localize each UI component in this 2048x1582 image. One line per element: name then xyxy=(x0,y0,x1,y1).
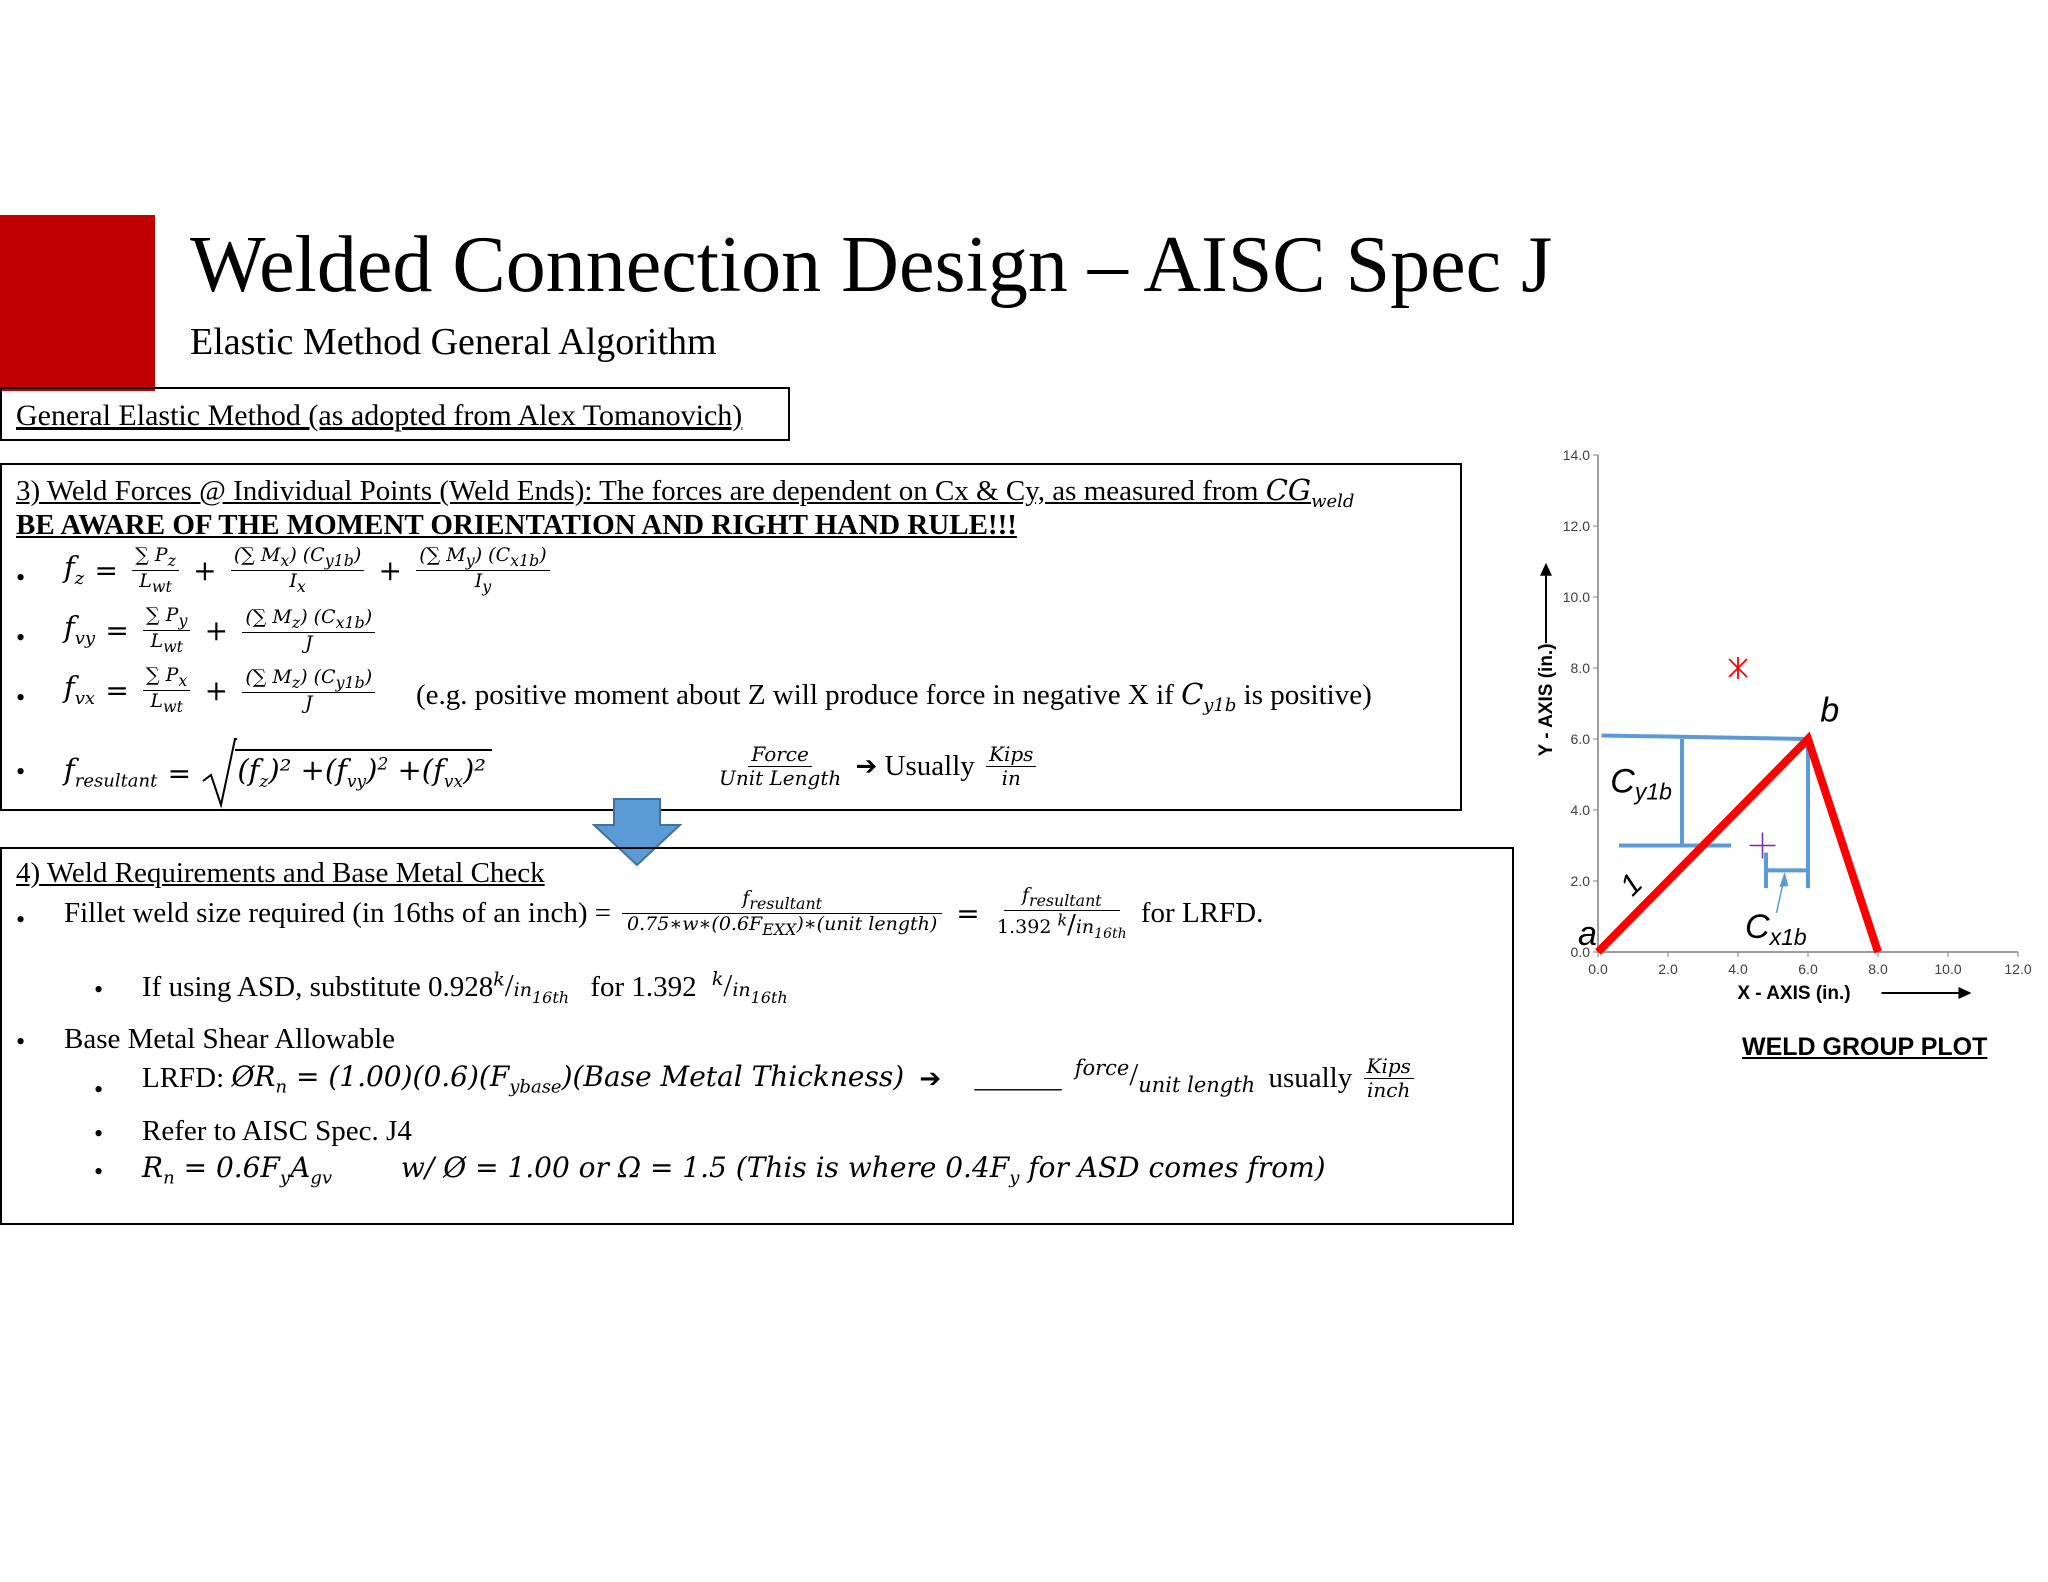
arrow-right-icon: ➔ xyxy=(919,1063,942,1094)
section-3-box: 3) Weld Forces @ Individual Points (Weld… xyxy=(0,463,1462,811)
x-tick-label: 10.0 xyxy=(1934,961,1961,977)
page-title: Welded Connection Design – AISC Spec J xyxy=(190,221,1553,309)
rn-equation: Rn = 0.6FyAgv w/ Ø = 1.00 or Ω = 1.5 (Th… xyxy=(142,1151,1326,1189)
segment-1-label: 1 xyxy=(1614,867,1649,902)
x-tick-label: 0.0 xyxy=(1588,961,1608,977)
arrow-down-icon xyxy=(592,798,682,867)
cy1b-label: Cy1b xyxy=(1610,762,1672,804)
fz-term-2: (∑ Mx) (Cy1b)Ix xyxy=(230,544,365,596)
sqrt-contents: (fz)² +(fvy)2 +(fvx)² xyxy=(235,748,492,791)
section-4-box: 4) Weld Requirements and Base Metal Chec… xyxy=(0,847,1514,1225)
plot-canvas: 0.0 2.0 4.0 6.0 8.0 10.0 12.0 14.0 0.0 2.0 4.0 6.0 8… xyxy=(1536,447,2032,1004)
weld-group-plot: 0.0 2.0 4.0 6.0 8.0 10.0 12.0 14.0 0.0 2.0 4.0 6.0 8… xyxy=(1520,435,2040,1075)
x-axis-label: X - AXIS (in.) xyxy=(1737,983,1850,1004)
fvx-note: (e.g. positive moment about Z will produ… xyxy=(416,677,1372,716)
bullet: • xyxy=(16,757,26,786)
accent-block xyxy=(0,215,155,391)
section-3-heading: 3) Weld Forces @ Individual Points (Weld… xyxy=(16,473,1355,512)
y-axis-label: Y - AXIS (in.) xyxy=(1536,643,1557,756)
asd-substitute: If using ASD, substitute 0.928k/in16th f… xyxy=(142,967,788,1007)
bullet: • xyxy=(16,1027,26,1056)
cx1b-label: Cx1b xyxy=(1745,908,1807,950)
section-4-heading: 4) Weld Requirements and Base Metal Chec… xyxy=(16,857,545,889)
y-tick-label: 2.0 xyxy=(1571,873,1591,889)
x-tick-label: 2.0 xyxy=(1658,961,1678,977)
star-marker xyxy=(1728,657,1748,679)
y-tick-label: 6.0 xyxy=(1571,731,1591,747)
method-label: General Elastic Method (as adopted from … xyxy=(16,399,743,432)
fz-term-3: (∑ My) (Cx1b)Iy xyxy=(416,544,550,596)
y-tick-label: 8.0 xyxy=(1571,660,1591,676)
bullet: • xyxy=(16,563,26,592)
fvy-term-2: (∑ Mz) (Cx1b)J xyxy=(242,606,376,655)
page-subtitle: Elastic Method General Algorithm xyxy=(190,321,717,363)
bullet: • xyxy=(94,975,104,1004)
arrow-right-icon: ➔ xyxy=(855,751,878,782)
bullet: • xyxy=(16,683,26,712)
x-tick-label: 4.0 xyxy=(1728,961,1748,977)
slide: Welded Connection Design – AISC Spec J E… xyxy=(0,215,2048,1225)
cx-pointer-head xyxy=(1779,872,1789,887)
y-tick-label: 14.0 xyxy=(1563,447,1590,463)
refer-text: Refer to AISC Spec. J4 xyxy=(142,1115,412,1147)
x-tick-label: 12.0 xyxy=(2004,961,2031,977)
y-tick-label: 0.0 xyxy=(1571,944,1591,960)
x-tick-label: 8.0 xyxy=(1868,961,1888,977)
fresultant-equation: fresultant = (fz)² +(fvy)2 +(fvx)² xyxy=(64,737,492,809)
warning-text: BE AWARE OF THE MOMENT ORIENTATION AND R… xyxy=(16,509,1017,541)
y-axis-arrowhead xyxy=(1540,562,1552,576)
point-b-label: b xyxy=(1820,691,1839,729)
y-tick-label: 12.0 xyxy=(1563,518,1590,534)
fvx-term-2: (∑ Mz) (Cy1b)J xyxy=(242,666,376,715)
bullet: • xyxy=(94,1119,104,1148)
x-tick-label: 6.0 xyxy=(1798,961,1818,977)
y-tick-label: 4.0 xyxy=(1571,802,1591,818)
bullet: • xyxy=(16,905,26,934)
x-axis-arrowhead xyxy=(1958,987,1972,999)
bullet: • xyxy=(94,1157,104,1186)
bullet: • xyxy=(94,1075,104,1104)
method-box: General Elastic Method (as adopted from … xyxy=(0,387,790,441)
cg-marker xyxy=(1749,832,1776,859)
cy-top-extension xyxy=(1601,733,1809,741)
weld-line xyxy=(1595,731,1882,955)
bullet: • xyxy=(16,623,26,652)
point-a-label: a xyxy=(1578,915,1597,953)
y-tick-label: 10.0 xyxy=(1563,589,1590,605)
lrfd-equation: LRFD: ØRn = (1.00)(0.6)(Fybase)(Base Met… xyxy=(142,1055,1418,1102)
fillet-equation: Fillet weld size required (in 16ths of a… xyxy=(64,884,1264,942)
plot-title: WELD GROUP PLOT xyxy=(1742,1033,1988,1061)
sqrt-icon xyxy=(202,738,238,809)
base-shear-heading: Base Metal Shear Allowable xyxy=(64,1023,395,1055)
